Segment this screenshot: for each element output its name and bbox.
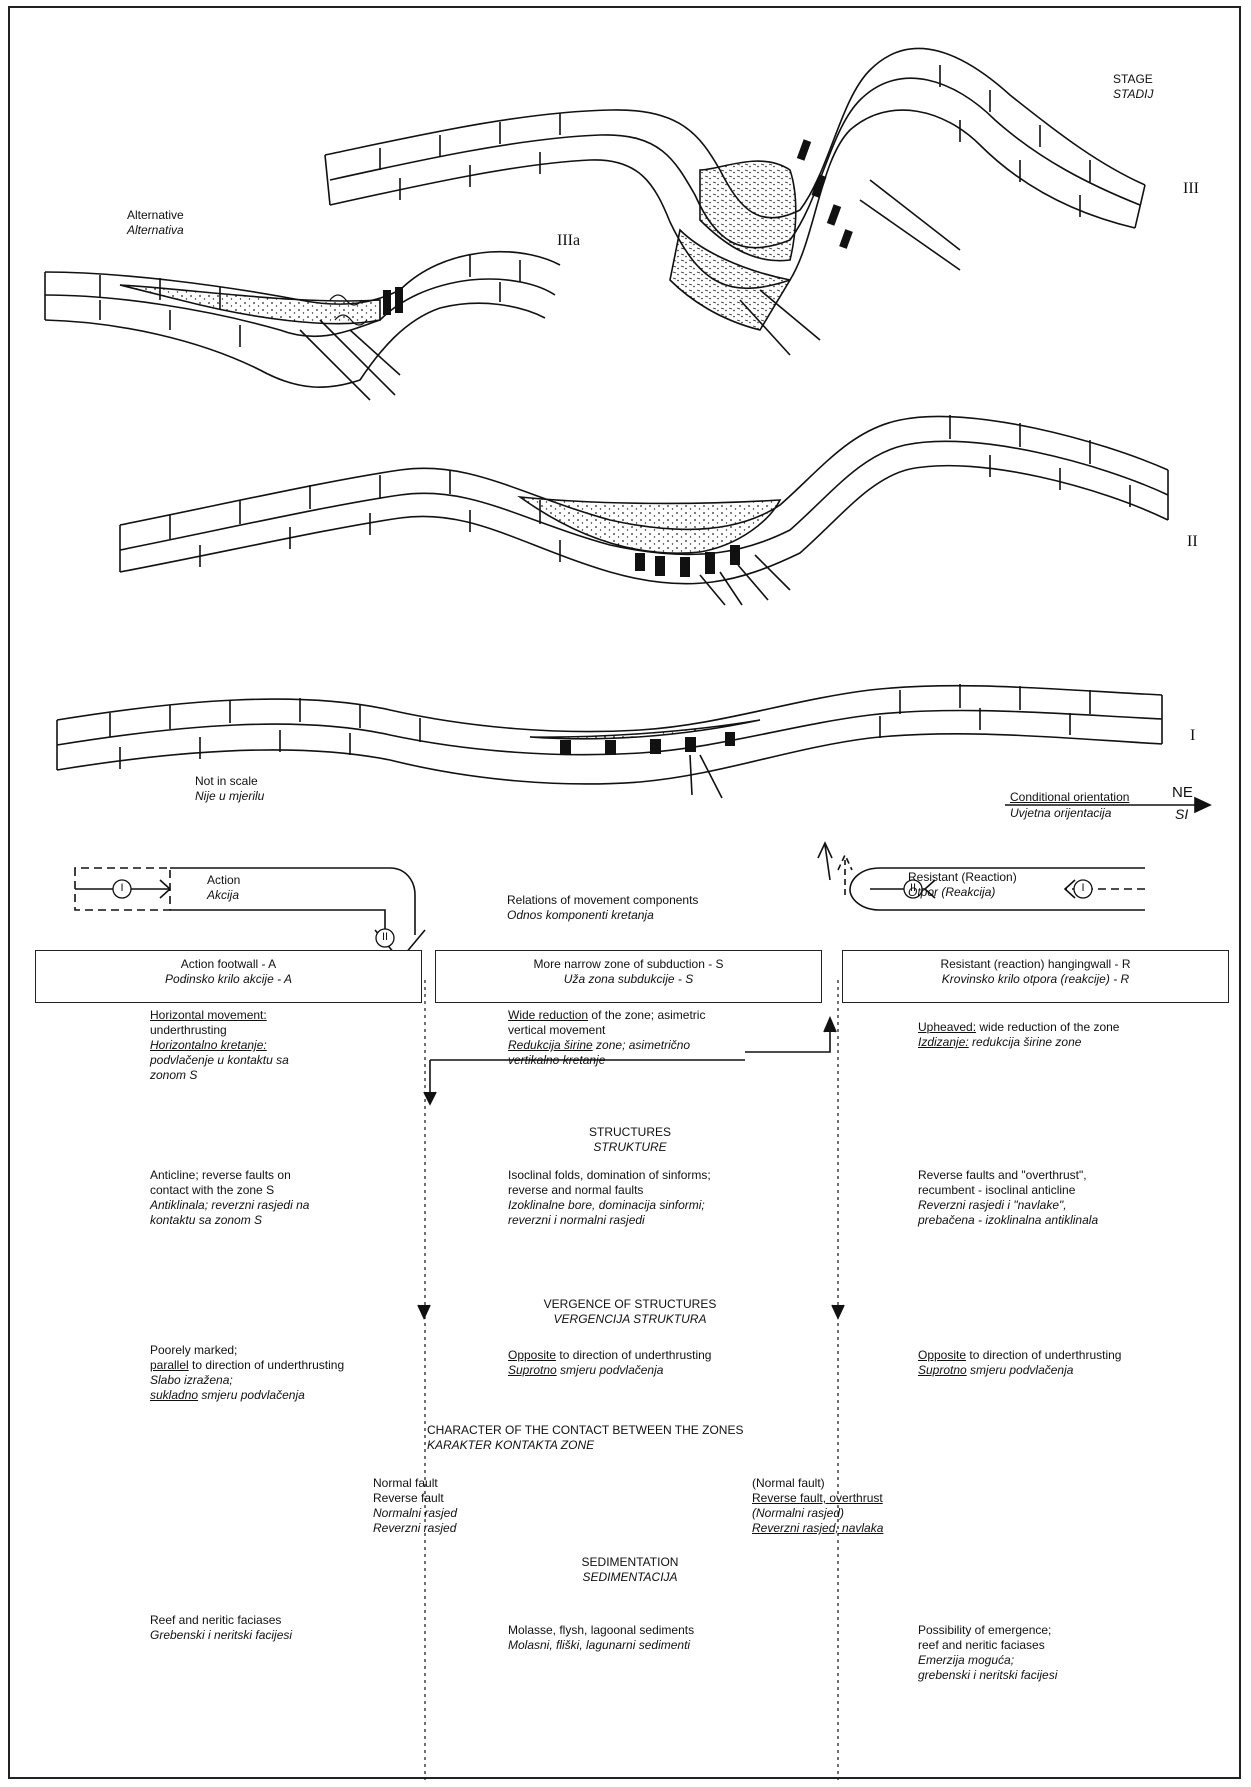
box-s-en: More narrow zone of subduction - S — [436, 957, 821, 972]
movement-r: Upheaved: wide reduction of the zone Izd… — [918, 1020, 1119, 1050]
movement-a: Horizontal movement: underthrusting Hori… — [150, 1008, 289, 1083]
contact-title-hr: KARAKTER KONTAKTA ZONE — [427, 1438, 594, 1453]
box-r-en: Resistant (reaction) hangingwall - R — [843, 957, 1228, 972]
vergence-s: Opposite to direction of underthrusting … — [508, 1348, 711, 1378]
alternative-en: Alternative — [127, 208, 184, 223]
alternative-hr: Alternativa — [127, 223, 184, 238]
stage-label-hr: STADIJ — [1113, 87, 1153, 102]
box-subduction-zone: More narrow zone of subduction - S Uža z… — [435, 950, 822, 1003]
vergence-title-hr: VERGENCIJA STRUKTURA — [500, 1312, 760, 1327]
box-a-en: Action footwall - A — [36, 957, 421, 972]
stage-iiia-section — [45, 252, 560, 400]
orientation-hr: Uvjetna orijentacija — [1010, 806, 1111, 821]
contact-title-en: CHARACTER OF THE CONTACT BETWEEN THE ZON… — [427, 1423, 743, 1438]
resistant-label-en: Resistant (Reaction) — [908, 870, 1017, 885]
sedimentation-title-hr: SEDIMENTACIJA — [560, 1570, 700, 1585]
box-a-hr: Podinsko krilo akcije - A — [36, 972, 421, 987]
vergence-r: Opposite to direction of underthrusting … — [918, 1348, 1121, 1378]
scale-note-hr: Nije u mjerilu — [195, 789, 264, 804]
stage-iii-section — [325, 48, 1145, 355]
box-r-hr: Krovinsko krilo otpora (reakcije) - R — [843, 972, 1228, 987]
stage-label-en: STAGE — [1113, 72, 1153, 87]
sedimentation-a: Reef and neritic faciases Grebenski i ne… — [150, 1613, 292, 1643]
structures-a: Anticline; reverse faults on contact wit… — [150, 1168, 309, 1228]
box-action-footwall: Action footwall - A Podinsko krilo akcij… — [35, 950, 422, 1003]
stage-iii-label: III — [1183, 180, 1199, 198]
action-label-en: Action — [207, 873, 240, 888]
sedimentation-title-en: SEDIMENTATION — [560, 1555, 700, 1570]
bend-arrow — [745, 1022, 830, 1052]
resistant-label-hr: Otpor (Reakcija) — [908, 885, 995, 900]
sedimentation-r: Possibility of emergence; reef and nerit… — [918, 1623, 1057, 1683]
resistant-circle-1-label: I — [1074, 881, 1092, 896]
structures-title-en: STRUCTURES — [560, 1125, 700, 1140]
stage-ii-label: II — [1187, 533, 1198, 551]
orientation-ne: NE — [1172, 785, 1193, 800]
vergence-a: Poorely marked; parallel to direction of… — [150, 1343, 344, 1403]
box-s-hr: Uža zona subdukcije - S — [436, 972, 821, 987]
orientation-si: SI — [1175, 807, 1188, 822]
action-circle-2-label: II — [376, 930, 394, 945]
contact-right: (Normal fault) Reverse fault, overthrust… — [752, 1476, 883, 1536]
relations-en: Relations of movement components — [507, 893, 698, 908]
structures-title-hr: STRUKTURE — [560, 1140, 700, 1155]
scale-note-en: Not in scale — [195, 774, 258, 789]
structures-r: Reverse faults and "overthrust", recumbe… — [918, 1168, 1098, 1228]
relations-hr: Odnos komponenti kretanja — [507, 908, 654, 923]
sedimentation-s: Molasse, flysh, lagoonal sediments Molas… — [508, 1623, 694, 1653]
action-circle-1-label: I — [113, 881, 131, 896]
structures-s: Isoclinal folds, domination of sinforms;… — [508, 1168, 711, 1228]
box-resistant-hangingwall: Resistant (reaction) hangingwall - R Kro… — [842, 950, 1229, 1003]
vergence-title-en: VERGENCE OF STRUCTURES — [500, 1297, 760, 1312]
movement-s: Wide reduction of the zone; asimetric ve… — [508, 1008, 705, 1068]
stage-iiia-label: IIIa — [557, 232, 580, 250]
action-label-hr: Akcija — [207, 888, 239, 903]
contact-left: Normal fault Reverse fault Normalni rasj… — [373, 1476, 457, 1536]
stage-ii-section — [120, 415, 1168, 605]
orientation-en: Conditional orientation — [1010, 790, 1129, 805]
stage-i-label: I — [1190, 727, 1195, 745]
